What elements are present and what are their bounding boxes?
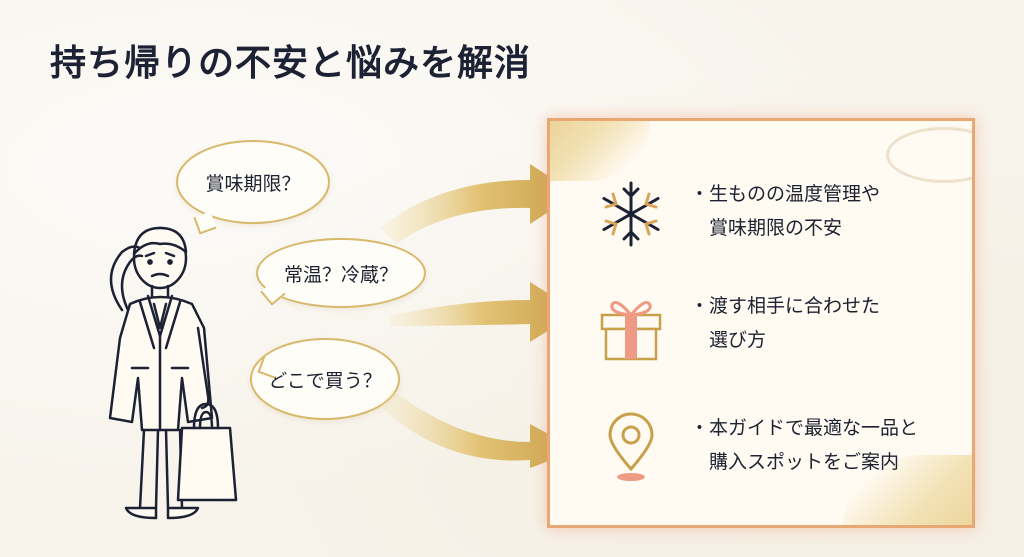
brush-stroke-decoration	[886, 127, 972, 183]
panel-item-line: ・渡す相手に合わせた	[690, 295, 881, 317]
worried-person-illustration	[108, 226, 238, 520]
panel-item-line: 選び方	[690, 329, 767, 351]
arrow-top	[380, 164, 576, 244]
bubble-text: どこで買う？	[268, 369, 382, 392]
panel-item-line: ・本ガイドで最適な一品と	[690, 417, 919, 439]
page-title: 持ち帰りの不安と悩みを解消	[50, 43, 532, 84]
panel-item-line: ・生ものの温度管理や	[690, 183, 881, 205]
bubble-text: 常温？冷蔵？	[283, 263, 398, 286]
speech-bubble-temperature: 常温？冷蔵？	[256, 238, 426, 308]
arrow-bottom	[380, 390, 578, 468]
gold-decoration	[550, 121, 650, 181]
bubble-text: 賞味期限？	[205, 172, 301, 195]
panel-item-line: 賞味期限の不安	[690, 217, 843, 239]
speech-bubble-where-to-buy: どこで買う？	[250, 338, 400, 420]
panel-item-line: 購入スポットをご案内	[690, 451, 900, 473]
gift-icon	[600, 301, 662, 361]
speech-bubble-expiry: 賞味期限？	[176, 140, 330, 224]
golden-arrows	[380, 164, 578, 468]
snowflake-icon	[602, 181, 660, 247]
arrow-middle	[390, 282, 578, 342]
solutions-panel: ・生ものの温度管理や 賞味期限の不安 ・渡す相手に合わせた 選び方 ・本ガイドで…	[547, 118, 975, 528]
map-pin-icon	[608, 412, 654, 481]
